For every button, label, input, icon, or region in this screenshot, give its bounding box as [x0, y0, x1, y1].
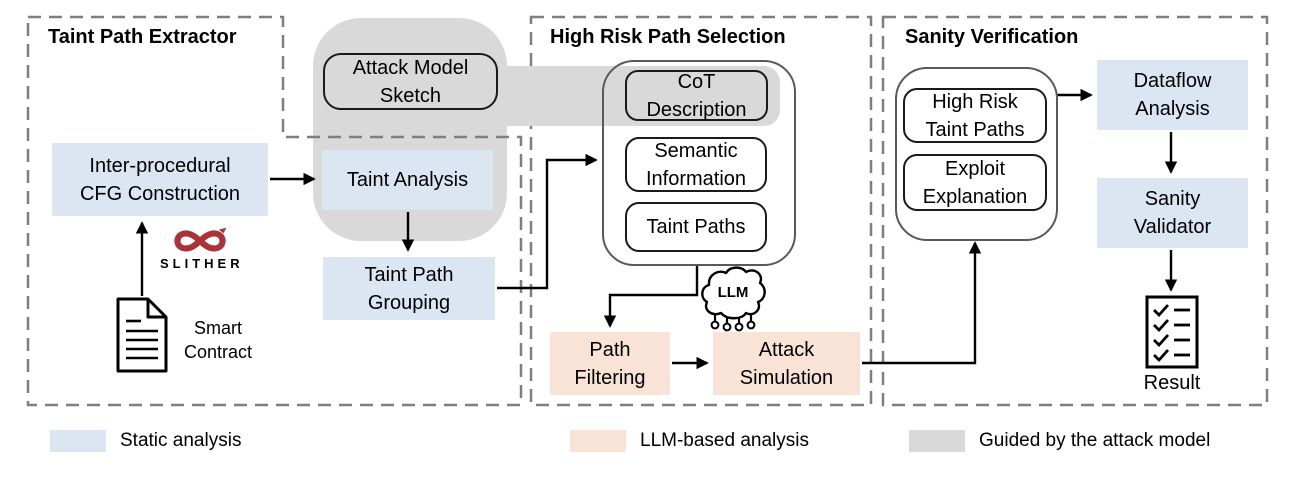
legend-item-llm: LLM-based analysis	[570, 430, 809, 452]
result-label: Result	[1143, 372, 1201, 394]
llm-label: LLM	[718, 284, 749, 301]
arrow-grouping-to-prompt	[497, 153, 598, 290]
slither-infinity-icon	[174, 227, 227, 252]
node-high-risk-taint-paths: High Risk Taint Paths	[903, 88, 1047, 143]
panel-title-taint-path-extractor: Taint Path Extractor	[48, 26, 237, 48]
node-taint-path-grouping: Taint Path Grouping	[323, 257, 495, 320]
panel-title-sanity-verification: Sanity Verification	[905, 26, 1079, 48]
legend-item-guided: Guided by the attack model	[909, 430, 1210, 452]
node-attack-model-sketch: Attack Model Sketch	[323, 53, 498, 110]
panel-border-sanity-verification	[881, 15, 1269, 407]
legend-label-llm: LLM-based analysis	[640, 430, 809, 451]
panel-border-high-risk-path-selection	[529, 15, 873, 407]
node-exploit-explanation: Exploit Explanation	[903, 154, 1047, 211]
node-taint-paths: Taint Paths	[625, 202, 767, 252]
legend-item-static: Static analysis	[50, 430, 241, 452]
node-attack-simulation: Attack Simulation	[713, 332, 860, 395]
document-icon	[116, 297, 168, 373]
node-semantic-information: Semantic Information	[625, 137, 767, 192]
node-cfg-construction: Inter-procedural CFG Construction	[52, 143, 268, 216]
node-sanity-validator: Sanity Validator	[1097, 178, 1248, 248]
arrow-simulation-to-verification	[862, 241, 982, 365]
verification-inputs-container	[895, 67, 1058, 241]
smart-contract-label: Smart Contract	[183, 318, 253, 362]
slither-wordmark: SLITHER	[160, 256, 244, 271]
arrow-prompt-to-path-filtering	[603, 264, 699, 328]
legend-label-static: Static analysis	[120, 430, 242, 451]
node-cot-description: CoT Description	[625, 70, 768, 121]
legend-swatch-guided	[909, 430, 965, 452]
legend-label-guided: Guided by the attack model	[979, 430, 1211, 451]
panel-title-high-risk-path-selection: High Risk Path Selection	[550, 26, 786, 48]
slither-logo: SLITHER	[160, 224, 240, 278]
node-dataflow-analysis: Dataflow Analysis	[1097, 60, 1248, 130]
prompt-container	[602, 60, 796, 266]
checklist-icon	[1145, 295, 1199, 369]
panel-border-taint-path-extractor	[26, 15, 523, 407]
node-taint-analysis: Taint Analysis	[322, 150, 493, 210]
llm-brain-icon: LLM	[701, 266, 766, 332]
legend-swatch-static	[50, 430, 106, 452]
node-path-filtering: Path Filtering	[550, 332, 670, 395]
legend-swatch-llm	[570, 430, 626, 452]
